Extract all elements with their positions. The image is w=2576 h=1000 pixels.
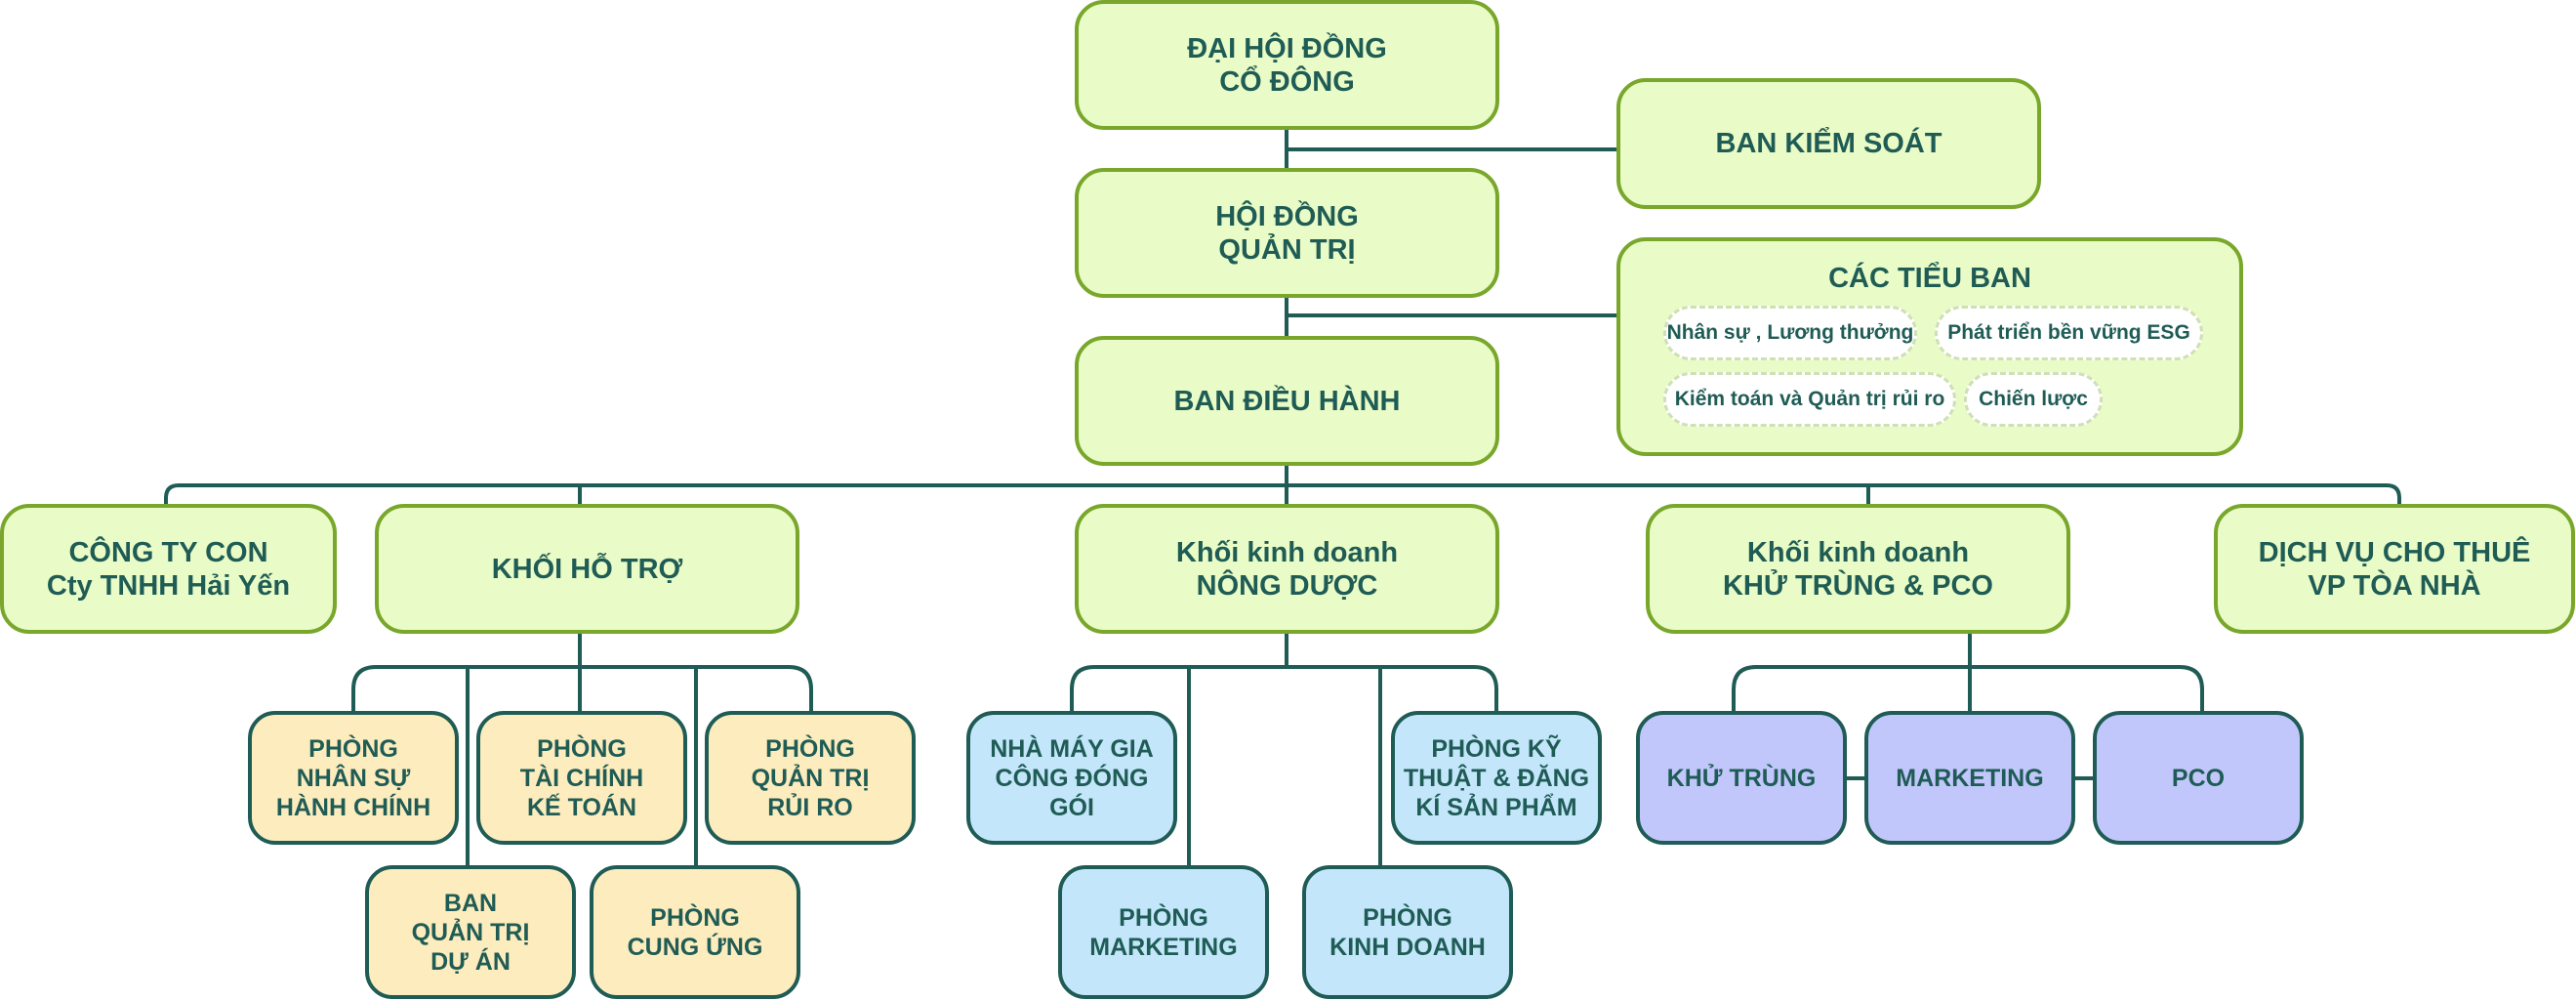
supervisory-board-label: BAN KIỂM SOÁT [1715,128,1942,159]
subsidiary-label-1: CÔNG TY CON [68,536,268,568]
agro-marketing-label-2: MARKETING [1089,933,1238,961]
pest-block-label-1: Khối kinh doanh [1746,536,1970,568]
subcommittees-title: CÁC TIỂU BAN [1828,263,2031,294]
general-meeting-box: ĐẠI HỘI ĐỒNG CỔ ĐÔNG [1075,0,1499,130]
pco-box: PCO [2093,711,2304,845]
factory-label-1: NHÀ MÁY GIA [990,734,1154,763]
board-label-2: QUẢN TRỊ [1218,233,1356,266]
finance-label-1: PHÒNG [537,734,627,763]
subsidiary-box: CÔNG TY CON Cty TNHH Hải Yến [0,504,337,634]
rental-label-2: VP TÒA NHÀ [2308,569,2481,602]
supervisory-board-box: BAN KIỂM SOÁT [1616,78,2041,209]
packaging-factory-box: NHÀ MÁY GIA CÔNG ĐÓNG GÓI [966,711,1177,845]
rental-services-box: DỊCH VỤ CHO THUÊ VP TÒA NHÀ [2214,504,2575,634]
subcommittee-strategy: Chiến lược [1964,372,2103,427]
supply-dept-box: PHÒNG CUNG ỨNG [590,865,800,999]
subcommittees-panel: CÁC TIỂU BAN Nhân sự , Lương thưởng Phát… [1616,237,2243,456]
rental-label-1: DỊCH VỤ CHO THUÊ [2258,536,2531,568]
hr-label-2: NHÂN SỰ [296,764,411,792]
factory-label-3: GÓI [1049,793,1094,821]
finance-dept-box: PHÒNG TÀI CHÍNH KẾ TOÁN [476,711,687,845]
hr-label-1: PHÒNG [308,734,398,763]
pest-block-label-2: KHỬ TRÙNG & PCO [1722,569,1993,602]
fumigation-box: KHỬ TRÙNG [1636,711,1847,845]
pco-label: PCO [2171,764,2226,792]
executive-board-box: BAN ĐIỀU HÀNH [1075,336,1499,466]
factory-label-2: CÔNG ĐÓNG [995,764,1149,792]
project-label-3: DỰ ÁN [430,947,511,976]
finance-label-3: KẾ TOÁN [526,793,637,821]
risk-label-3: RỦI RO [767,793,853,821]
agro-sales-box: PHÒNG KINH DOANH [1302,865,1513,999]
supply-label-1: PHÒNG [650,903,740,932]
support-block-box: KHỐI HỖ TRỢ [375,504,799,634]
fumigation-label: KHỬ TRÙNG [1666,764,1817,792]
risk-label-2: QUẢN TRỊ [751,764,870,792]
hr-label-3: HÀNH CHÍNH [275,793,431,821]
supply-label-2: CUNG ỨNG [627,933,763,961]
agro-marketing-box: PHÒNG MARKETING [1058,865,1269,999]
subcommittee-esg: Phát triển bền vững ESG [1935,306,2203,360]
pest-marketing-box: MARKETING [1864,711,2075,845]
board-label-1: HỘI ĐỒNG [1215,200,1359,232]
technical-registration-box: PHÒNG KỸ THUẬT & ĐĂNG KÍ SẢN PHẨM [1391,711,1602,845]
project-management-box: BAN QUẢN TRỊ DỰ ÁN [365,865,576,999]
support-block-label: KHỐI HỖ TRỢ [491,553,683,585]
pest-block-box: Khối kinh doanh KHỬ TRÙNG & PCO [1646,504,2070,634]
risk-label-1: PHÒNG [765,734,855,763]
pest-marketing-label: MARKETING [1896,764,2044,792]
project-label-2: QUẢN TRỊ [411,918,530,946]
agro-sales-label-1: PHÒNG [1363,903,1452,932]
project-label-1: BAN [443,889,498,917]
agro-block-label-1: Khối kinh doanh [1175,536,1399,568]
tech-label-2: THUẬT & ĐĂNG [1403,764,1590,792]
agro-sales-label-2: KINH DOANH [1329,933,1486,961]
subcommittee-hr: Nhân sự , Lương thưởng [1663,306,1917,360]
hr-admin-dept-box: PHÒNG NHÂN SỰ HÀNH CHÍNH [248,711,459,845]
agro-block-box: Khối kinh doanh NÔNG DƯỢC [1075,504,1499,634]
risk-dept-box: PHÒNG QUẢN TRỊ RỦI RO [705,711,916,845]
general-meeting-label-2: CỔ ĐÔNG [1219,65,1355,98]
subcommittee-audit-risk: Kiểm toán và Quản trị rủi ro [1663,372,1956,427]
agro-marketing-label-1: PHÒNG [1119,903,1208,932]
tech-label-3: KÍ SẢN PHẨM [1415,793,1577,821]
board-of-directors-box: HỘI ĐỒNG QUẢN TRỊ [1075,168,1499,298]
finance-label-2: TÀI CHÍNH [519,764,644,792]
executive-board-label: BAN ĐIỀU HÀNH [1173,385,1401,417]
subsidiary-label-2: Cty TNHH Hải Yến [46,569,291,602]
tech-label-1: PHÒNG KỸ [1431,734,1562,763]
agro-block-label-2: NÔNG DƯỢC [1196,569,1378,602]
general-meeting-label-1: ĐẠI HỘI ĐỒNG [1187,32,1387,64]
